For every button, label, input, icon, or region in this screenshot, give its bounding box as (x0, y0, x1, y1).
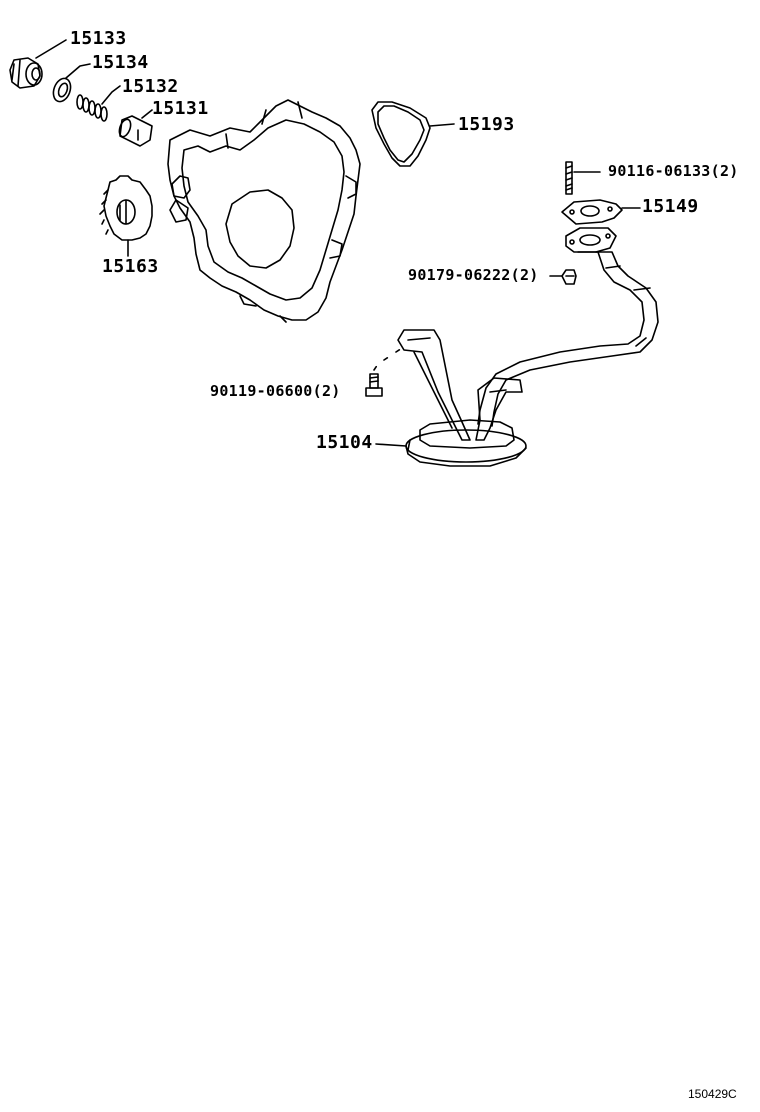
part-label-15131: 15131 (152, 98, 209, 119)
spring-15132 (76, 94, 108, 122)
leader-15193 (429, 123, 455, 127)
part-label-15104: 15104 (316, 432, 373, 453)
part-label-15132: 15132 (122, 76, 179, 97)
part-label-15134: 15134 (92, 52, 149, 73)
part-label-90116-06133: 90116-06133(2) (608, 162, 739, 180)
leader-15133 (35, 39, 67, 59)
washer-15134 (52, 77, 72, 103)
part-label-15193: 15193 (458, 114, 515, 135)
valve-15131 (118, 115, 153, 147)
bolt-guide-line (373, 347, 403, 371)
stud-90116 (565, 161, 573, 195)
nut-90179 (561, 269, 577, 285)
gasket-15149 (561, 199, 623, 225)
figure-code: 150429C (688, 1087, 737, 1101)
strainer-15104 (397, 227, 659, 467)
leader-15134 (65, 63, 91, 79)
part-label-15133: 15133 (70, 28, 127, 49)
plug-15133 (9, 57, 43, 89)
gear-15163 (99, 175, 153, 241)
leader-15132 (101, 85, 121, 105)
part-label-15149: 15149 (642, 196, 699, 217)
leader-15104 (375, 443, 407, 447)
oring-15193 (371, 101, 431, 167)
part-label-15163: 15163 (102, 256, 159, 277)
bolt-90119 (365, 373, 383, 397)
leader-15131 (141, 109, 153, 119)
part-label-90119-06600: 90119-06600(2) (210, 382, 341, 400)
oil-pump-body (167, 99, 361, 323)
part-label-90179-06222: 90179-06222(2) (408, 266, 539, 284)
